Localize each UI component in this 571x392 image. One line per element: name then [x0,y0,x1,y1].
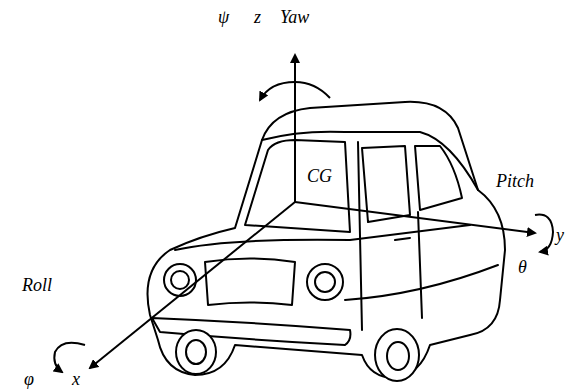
rotation-name: Pitch [496,172,534,190]
axes [54,55,553,372]
axis-name: y [556,226,564,244]
greek-symbol: ψ [218,8,229,26]
axis-name: z [254,8,261,26]
rotation-name: Roll [22,276,52,294]
axis-name: x [72,370,80,388]
center-label: CG [305,167,334,185]
rotation-name: Yaw [280,8,309,26]
greek-symbol: θ [518,258,527,276]
car-body [148,102,506,381]
greek-symbol: φ [24,370,34,388]
